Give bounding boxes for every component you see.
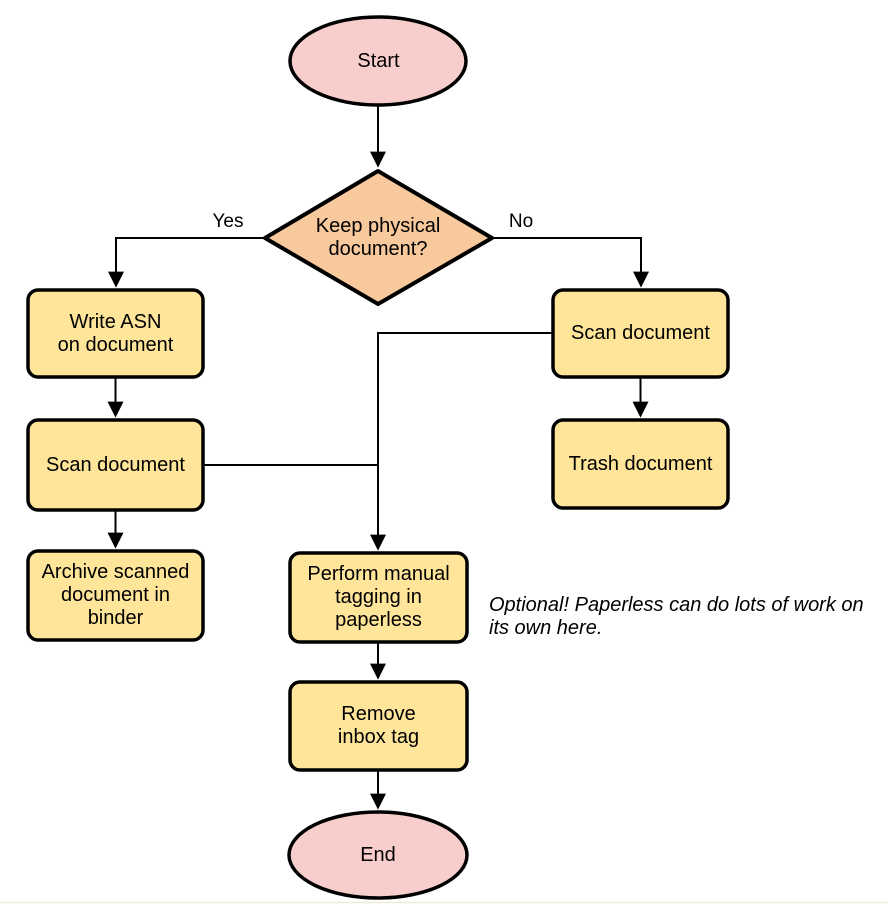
edge-decision-no: [492, 237, 649, 288]
optional-annotation: Optional! Paperless can do lots of work …: [489, 594, 864, 639]
scan-left-shape: [26, 418, 205, 512]
start-terminator-shape: [288, 15, 468, 107]
decision-diamond-shape: [263, 169, 494, 306]
write-asn-shape: [26, 288, 205, 379]
yes-edge-label: Yes: [212, 211, 244, 232]
end-terminator-shape: [287, 810, 469, 900]
edge-decision-yes: [108, 237, 265, 288]
no-edge-label: No: [508, 211, 534, 232]
edge-scanright-to-tagging: [370, 332, 553, 551]
scan-right-shape: [551, 288, 730, 379]
end-label: End: [360, 843, 396, 866]
start-label: Start: [357, 49, 400, 72]
scan-right-label: Scan document: [571, 322, 710, 344]
scan-left-label: Scan document: [46, 453, 185, 476]
archive-shape: [26, 549, 205, 642]
write-asn-label: Write ASN on document: [57, 310, 174, 356]
trash-shape: [551, 418, 730, 510]
tagging-shape: [288, 551, 469, 644]
archive-label: Archive scanned document in binder: [41, 561, 190, 629]
remove-inbox-shape: [288, 680, 469, 772]
trash-label: Trash document: [568, 452, 713, 475]
tagging-label: Perform manual tagging in paperless: [307, 563, 450, 631]
decision-label: Keep physical document?: [315, 215, 441, 260]
remove-inbox-label: Remove inbox tag: [337, 703, 420, 748]
